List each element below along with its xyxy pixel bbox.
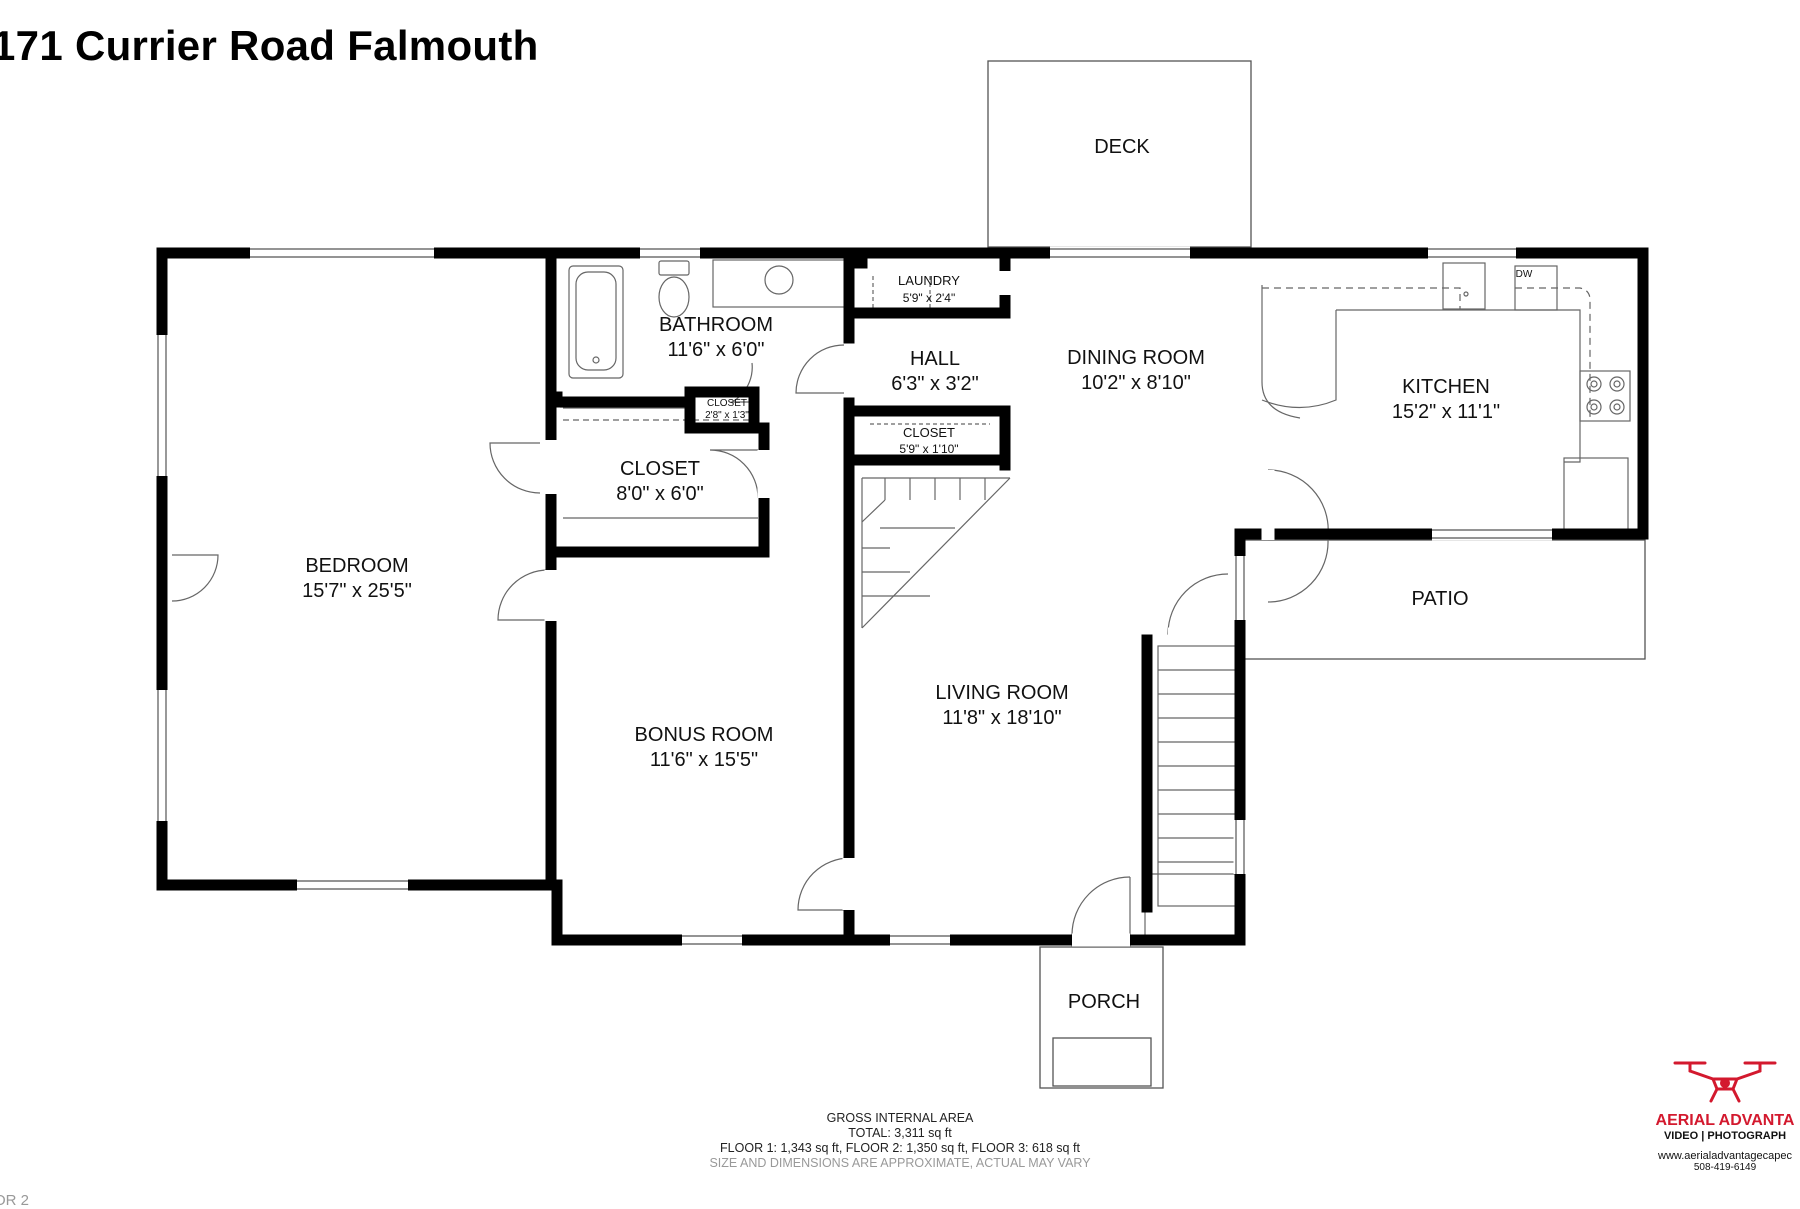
porch-label: PORCH	[1068, 991, 1140, 1013]
bathtub-icon	[568, 265, 624, 379]
small-closet-dims: 2'8" x 1'3"	[705, 410, 749, 421]
porch-steps	[1052, 1037, 1152, 1087]
door-bonus	[797, 857, 851, 911]
living-room-label: LIVING ROOM	[935, 682, 1068, 704]
hall-label: HALL	[910, 348, 960, 370]
door-closet	[709, 449, 759, 499]
patio-label: PATIO	[1411, 588, 1468, 610]
bonus-room-label: BONUS ROOM	[635, 724, 774, 746]
logo-website: www.aerialadvantagecapec	[1658, 1150, 1792, 1162]
door-bedroom-left	[171, 554, 219, 602]
deck-label: DECK	[1094, 136, 1150, 158]
stairs-up	[1144, 645, 1240, 935]
kitchen-label: KITCHEN	[1402, 376, 1490, 398]
porch-outline	[1039, 946, 1164, 1089]
stairs-to-basement	[861, 477, 1011, 629]
bathroom-label: BATHROOM	[659, 314, 773, 336]
kitchen-dims: 15'2" x 11'1"	[1392, 401, 1500, 423]
logo-phone: 508-419-6149	[1693, 1162, 1757, 1173]
bedroom-label: BEDROOM	[305, 555, 408, 577]
wall-top	[545, 247, 1649, 946]
door-bedroom-closet	[489, 442, 541, 494]
hall-dims: 6'3" x 3'2"	[891, 373, 978, 395]
living-room-dims: 11'8" x 18'10"	[942, 707, 1061, 729]
laundry-label: LAUNDRY	[898, 273, 960, 288]
dining-room-dims: 10'2" x 8'10"	[1081, 372, 1191, 394]
laundry-dims: 5'9" x 2'4"	[903, 291, 955, 305]
bathroom-dims: 11'6" x 6'0"	[667, 339, 764, 361]
logo-tagline: VIDEO | PHOTOGRAPH	[1663, 1130, 1787, 1142]
area-disclaimer: SIZE AND DIMENSIONS ARE APPROXIMATE, ACT…	[709, 1156, 1091, 1170]
door-bedroom-bonus	[497, 569, 549, 621]
small-closet-label: CLOSET	[707, 398, 747, 409]
toilet-icon	[658, 260, 690, 276]
door-hall-bath	[795, 344, 845, 394]
area-total: TOTAL: 3,311 sq ft	[848, 1126, 952, 1140]
dining-room-label: DINING ROOM	[1067, 347, 1205, 369]
bonus-room-dims: 11'6" x 15'5"	[650, 749, 758, 771]
hall-closet-label: CLOSET	[903, 425, 955, 440]
door-porch	[1071, 876, 1131, 947]
closet-label: CLOSET	[620, 458, 700, 480]
stove-icon	[1579, 370, 1631, 422]
hall-closet-dims: 5'9" x 1'10"	[899, 442, 958, 456]
floor-label: OR 2	[0, 1192, 30, 1209]
company-logo: AERIAL ADVANTA VIDEO | PHOTOGRAPH www.ae…	[1640, 1055, 1800, 1200]
area-floors: FLOOR 1: 1,343 sq ft, FLOOR 2: 1,350 sq …	[720, 1141, 1080, 1155]
closet-dims: 8'0" x 6'0"	[616, 483, 703, 505]
door-stairs	[1167, 573, 1229, 635]
kitchen-sink-icon	[1442, 262, 1486, 310]
wall-hall-closet	[843, 405, 1011, 471]
bedroom-dims: 15'7" x 25'5"	[302, 580, 412, 602]
logo-brand: AERIAL ADVANTA	[1655, 1112, 1795, 1129]
door-kitchen	[1267, 469, 1329, 536]
area-heading: GROSS INTERNAL AREA	[826, 1111, 974, 1125]
dishwasher-label: DW	[1516, 269, 1533, 280]
vanity-icon	[712, 259, 848, 308]
door-patio	[1267, 539, 1329, 603]
area-summary: GROSS INTERNAL AREA TOTAL: 3,311 sq ft F…	[600, 1111, 1200, 1171]
wall-closet	[551, 396, 770, 558]
refrigerator-icon	[1563, 457, 1629, 531]
drone-icon	[1673, 1061, 1777, 1103]
page-title: 171 Currier Road Falmouth	[0, 22, 539, 69]
